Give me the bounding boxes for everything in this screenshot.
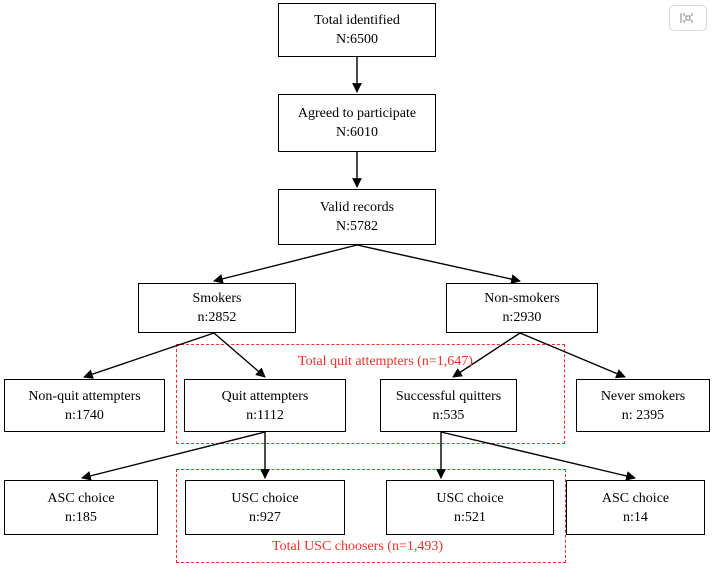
node-count: N:5782 <box>336 219 378 234</box>
expand-button[interactable] <box>669 5 707 31</box>
arrow-nonsmokers-to-successful <box>452 332 521 378</box>
group-label-total-usc-choosers: Total USC choosers (n=1,493) <box>272 539 444 554</box>
node-count: N:6500 <box>336 32 378 47</box>
expand-icon <box>680 13 693 23</box>
node-quit-attempters: Quit attempters n:1112 <box>184 379 346 432</box>
node-label: USC choice <box>231 490 299 506</box>
node-label: ASC choice <box>47 490 115 506</box>
node-label: Never smokers <box>600 388 686 404</box>
node-agreed-to-participate: Agreed to participate N:6010 <box>278 94 436 152</box>
node-label: Smokers <box>192 291 242 306</box>
arrow-smokers-to-nonquit <box>83 332 215 379</box>
node-non-quit-attempters: Non-quit attempters n:1740 <box>4 379 165 432</box>
node-label: Non-smokers <box>484 291 560 306</box>
node-smokers: Smokers n:2852 <box>138 283 296 333</box>
arrow-nonsmokers-to-never <box>519 332 626 379</box>
arrow-quit-to-asc-left <box>81 431 266 481</box>
node-usc-choice-left: USC choice n:927 <box>185 480 345 535</box>
node-label: Quit attempters <box>221 388 309 404</box>
arrow-successful-to-asc-right <box>440 431 636 481</box>
node-count: n:14 <box>623 509 648 525</box>
node-label: Valid records <box>319 200 395 215</box>
node-asc-choice-right: ASC choice n:14 <box>566 480 705 535</box>
node-asc-choice-left: ASC choice n:185 <box>4 480 158 535</box>
node-valid-records: Valid records N:5782 <box>278 189 436 245</box>
group-total-usc-choosers <box>176 469 566 563</box>
node-count: n:1740 <box>65 407 104 423</box>
arrow-valid-to-smokers <box>213 244 358 284</box>
node-non-smokers: Non-smokers n:2930 <box>446 283 598 333</box>
node-count: n:927 <box>249 509 281 525</box>
node-label: USC choice <box>436 490 504 506</box>
node-count: n:521 <box>454 509 486 525</box>
group-total-quit-attempters <box>176 344 565 444</box>
node-count: N:6010 <box>336 125 378 140</box>
group-label-total-quit-attempters: Total quit attempters (n=1,647) <box>298 354 473 369</box>
node-count: n:535 <box>432 407 465 423</box>
node-total-identified: Total identified N:6500 <box>278 3 436 57</box>
node-count: n:2852 <box>197 310 237 325</box>
node-label: Successful quitters <box>395 388 502 404</box>
arrow-valid-to-nonsmokers <box>356 244 521 284</box>
node-count: n: 2395 <box>621 407 665 423</box>
node-count: n:2930 <box>502 310 542 325</box>
node-never-smokers: Never smokers n: 2395 <box>576 379 710 432</box>
arrow-smokers-to-quit <box>213 332 266 378</box>
node-label: Agreed to participate <box>297 106 417 121</box>
node-label: ASC choice <box>601 490 670 506</box>
node-count: n:1112 <box>246 407 284 423</box>
node-successful-quitters: Successful quitters n:535 <box>380 379 517 432</box>
node-count: n:185 <box>65 509 97 525</box>
node-label: Non-quit attempters <box>28 388 141 404</box>
node-label: Total identified <box>314 13 400 28</box>
node-usc-choice-right: USC choice n:521 <box>386 480 554 535</box>
